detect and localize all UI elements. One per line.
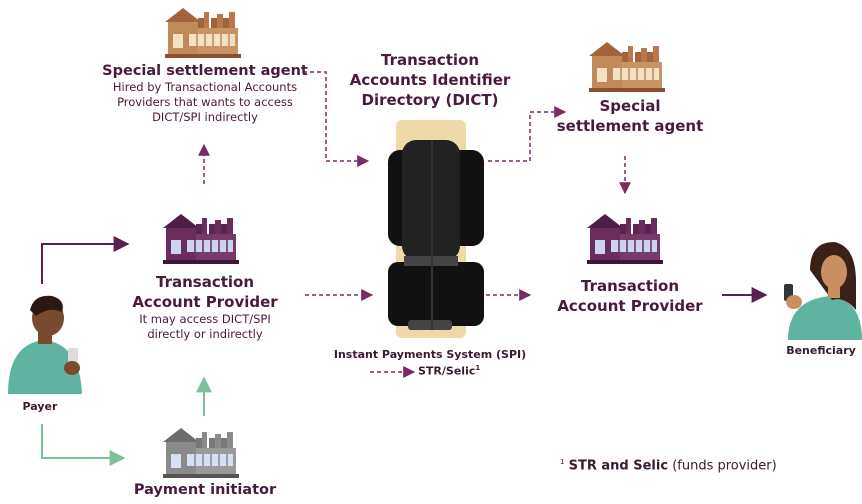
right-agent-title-1: Special bbox=[599, 97, 661, 115]
dict-title-3: Directory (DICT) bbox=[361, 91, 499, 109]
dict-title-2: Accounts Identifier bbox=[349, 71, 511, 89]
top-agent-building-icon bbox=[165, 8, 241, 58]
footnote-bold: STR and Selic bbox=[568, 458, 669, 474]
payment-initiator-label: Payment initiator bbox=[133, 482, 277, 498]
left-provider-title-2: Account Provider bbox=[132, 293, 278, 311]
beneficiary-person-icon bbox=[784, 242, 862, 340]
footnote-rest: (funds provider) bbox=[672, 458, 777, 474]
right-provider-building-icon bbox=[587, 214, 663, 264]
left-provider-building-icon bbox=[163, 214, 239, 264]
payer-person-icon bbox=[8, 295, 82, 394]
footnote: 1 STR and Selic (funds provider) bbox=[560, 458, 800, 473]
str-legend-sup: 1 bbox=[475, 364, 481, 372]
left-provider-desc-1: It may access DICT/SPI bbox=[139, 312, 271, 326]
right-provider-title-1: Transaction bbox=[580, 277, 680, 295]
arrow-payer-to-initiator bbox=[41, 424, 126, 466]
footnote-sup: 1 bbox=[560, 458, 565, 466]
spi-label: Instant Payments System (SPI) bbox=[333, 348, 527, 361]
left-provider-label: Transaction Account Provider It may acce… bbox=[115, 272, 295, 342]
top-agent-desc-1: Hired by Transactional Accounts bbox=[112, 80, 298, 94]
top-agent-label: Special settlement agent Hired by Transa… bbox=[90, 62, 320, 125]
right-agent-label: Special settlement agent bbox=[550, 96, 710, 136]
arrow-dict-to-right-agent bbox=[488, 106, 567, 162]
right-agent-title-2: settlement agent bbox=[556, 117, 704, 135]
left-provider-title-1: Transaction bbox=[155, 273, 255, 291]
server-icon bbox=[388, 120, 484, 338]
top-agent-desc-2: Providers that wants to access bbox=[117, 95, 293, 109]
right-provider-label: Transaction Account Provider bbox=[550, 276, 710, 316]
beneficiary-label: Beneficiary bbox=[786, 344, 856, 357]
str-legend-label: STR/Selic1 bbox=[418, 364, 480, 378]
top-agent-desc-3: DICT/SPI indirectly bbox=[152, 110, 258, 124]
payment-initiator-building-icon bbox=[163, 428, 239, 478]
dict-label: Transaction Accounts Identifier Director… bbox=[340, 50, 520, 110]
right-agent-building-icon bbox=[589, 42, 665, 92]
top-agent-title: Special settlement agent bbox=[102, 63, 308, 79]
left-provider-desc-2: directly or indirectly bbox=[147, 327, 263, 341]
str-legend-text: STR/Selic bbox=[418, 364, 476, 378]
arrow-top-agent-to-dict bbox=[303, 71, 370, 167]
payer-label: Payer bbox=[22, 400, 58, 413]
dict-title-1: Transaction bbox=[380, 51, 480, 69]
right-provider-title-2: Account Provider bbox=[557, 297, 703, 315]
arrow-payer-to-provider bbox=[41, 236, 130, 284]
